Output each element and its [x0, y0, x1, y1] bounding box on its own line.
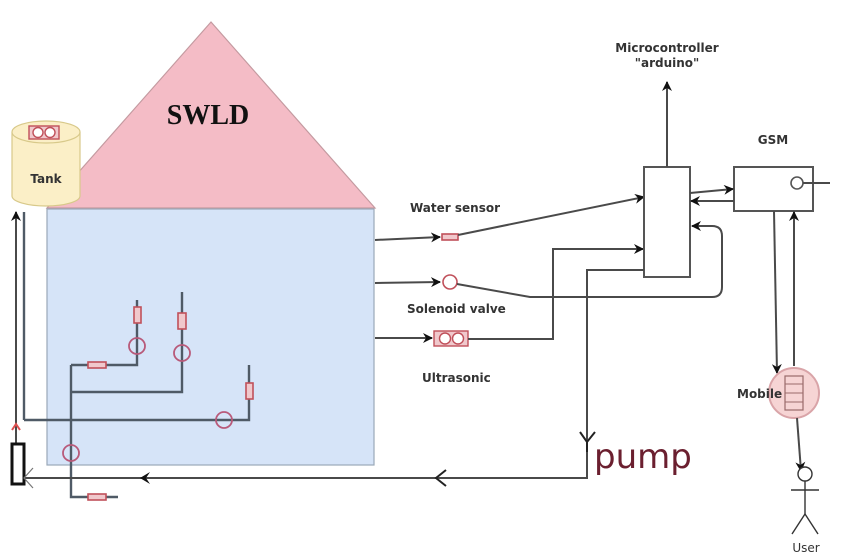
red-arrow-icon	[11, 422, 21, 431]
pipe-valve-2	[173, 344, 191, 362]
ultrasonic-icon	[433, 330, 469, 347]
pump-label: pump	[594, 437, 692, 477]
edge-house-water-sensor	[374, 232, 441, 243]
edge-mcu-gsm	[689, 184, 734, 195]
diagram-title: SWLD	[167, 100, 249, 131]
microcontroller-label-1: Microcontroller	[615, 41, 718, 55]
pump-outlet-block	[10, 442, 26, 486]
edge-solenoid-mcu	[456, 221, 723, 298]
interior-pipes	[22, 212, 254, 501]
gsm-label: GSM	[758, 133, 788, 147]
return-arrow-icon-2	[140, 472, 150, 484]
user-label: User	[792, 541, 819, 555]
pipe-sensor-2	[177, 312, 187, 330]
edge-house-solenoid	[374, 277, 441, 288]
pipe-valve-1	[128, 337, 146, 355]
edge-water-sensor-mcu	[457, 193, 645, 236]
edge-ultrasonic-mcu	[468, 244, 644, 340]
pump-arrow-icon	[579, 431, 596, 452]
microcontroller-box	[643, 166, 691, 278]
pipe-valve-3	[215, 411, 233, 429]
ultrasonic-label: Ultrasonic	[422, 371, 491, 385]
edge-mobile-user	[795, 417, 806, 472]
return-arrow-icon	[434, 469, 447, 487]
user-icon	[791, 466, 819, 535]
pump-return-line	[24, 413, 588, 479]
house-body	[46, 208, 375, 466]
water-sensor-label: Water sensor	[410, 201, 500, 215]
tank: Tank	[11, 120, 81, 207]
solenoid-valve-icon	[442, 274, 458, 290]
gsm-box	[733, 166, 814, 212]
edge-gsm-mobile	[771, 210, 782, 374]
house-roof	[45, 21, 377, 209]
pipe-sensor-3	[245, 382, 254, 400]
water-sensor-icon	[441, 233, 459, 241]
pipe-sensor-1	[133, 306, 142, 324]
edge-mcu-pump	[586, 269, 644, 420]
pipe-valve-4	[62, 444, 80, 462]
tank-sensor-icon	[28, 125, 60, 140]
mobile-label: Mobile	[737, 387, 782, 401]
pipe-sensor-4	[87, 361, 107, 369]
solenoid-valve-label: Solenoid valve	[407, 302, 506, 316]
microcontroller-label-2: "arduino"	[635, 56, 700, 70]
pipe-sensor-5	[87, 493, 107, 501]
mobile-device-icon	[784, 375, 804, 411]
gsm-antenna-icon	[790, 176, 804, 190]
tank-label: Tank	[30, 172, 62, 186]
outlet-arrow-icon	[23, 467, 34, 489]
